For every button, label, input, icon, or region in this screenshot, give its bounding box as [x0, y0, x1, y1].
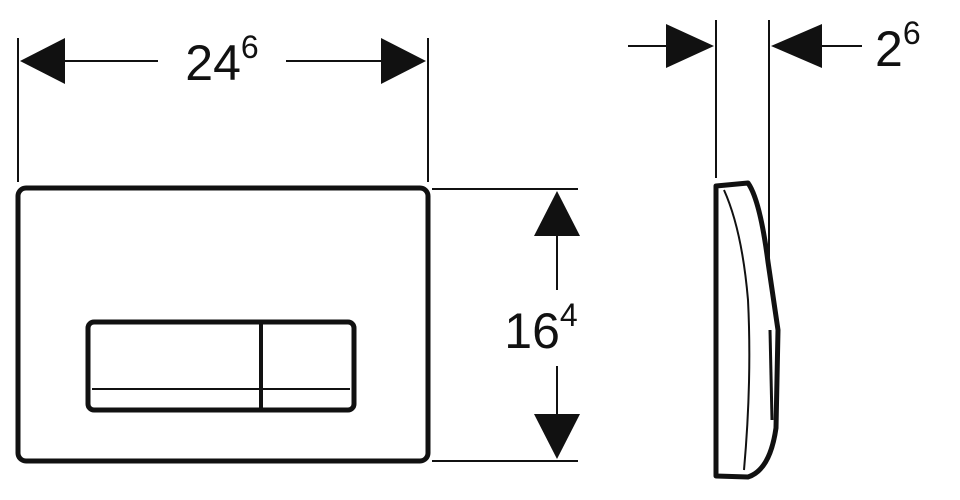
width-main-value: 24 — [185, 35, 241, 91]
depth-superscript-value: 6 — [903, 15, 921, 51]
side-button-edge — [768, 329, 774, 421]
width-arrow-right — [381, 38, 426, 84]
depth-dimension: 26 — [628, 15, 921, 264]
depth-label: 26 — [875, 15, 921, 77]
height-dimension: 164 — [432, 188, 580, 462]
side-view — [713, 180, 781, 480]
side-profile-outline — [713, 180, 781, 480]
depth-arrow-right — [771, 24, 822, 68]
width-arrow-left — [20, 38, 65, 84]
flush-plate-outline — [15, 185, 431, 464]
depth-main-value: 2 — [875, 21, 903, 77]
width-superscript-value: 6 — [241, 29, 259, 65]
height-arrow-down — [534, 414, 580, 459]
width-dimension: 246 — [17, 29, 429, 182]
front-view — [15, 185, 431, 464]
height-label: 164 — [504, 297, 577, 359]
height-main-value: 16 — [504, 303, 560, 359]
height-superscript-value: 4 — [560, 297, 578, 333]
side-profile-inner-curve — [723, 189, 751, 471]
width-label: 246 — [185, 29, 258, 91]
depth-arrow-left — [666, 24, 714, 68]
flush-button-pair — [85, 319, 357, 413]
flush-buttons-outline — [85, 319, 357, 413]
height-arrow-up — [534, 191, 580, 236]
